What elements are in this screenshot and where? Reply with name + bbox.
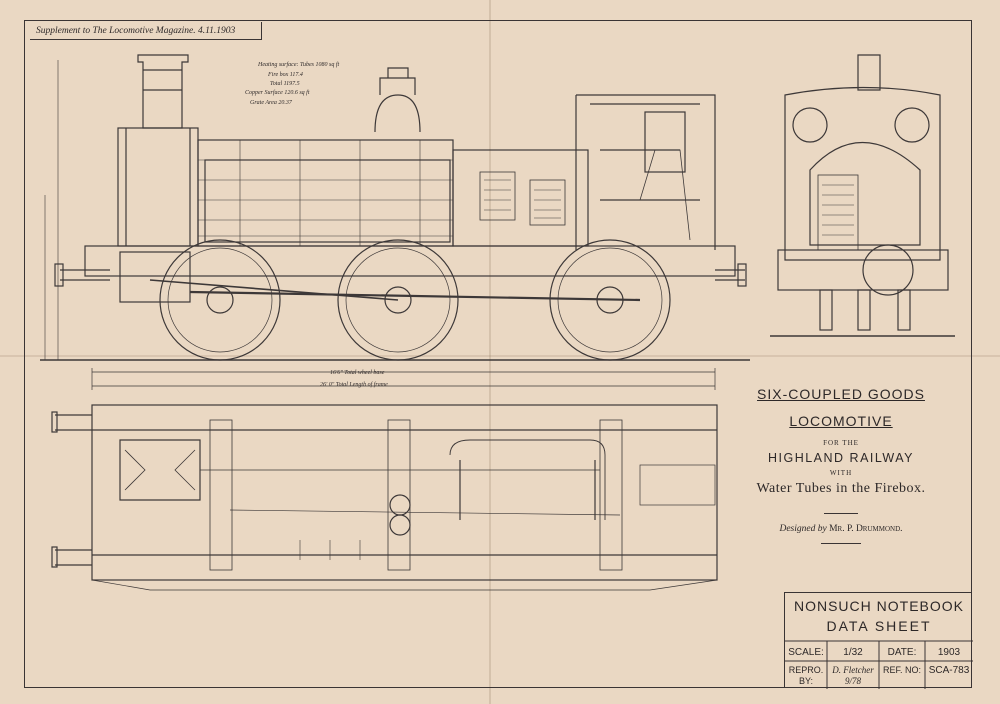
firebox (452, 149, 589, 247)
designer-name: Mr. P. Drummond. (829, 524, 903, 534)
repro-value: D. Fletcher 9/78 (832, 665, 874, 686)
cylinder (119, 251, 191, 303)
with-label: WITH (829, 469, 853, 477)
designer-divider (821, 543, 861, 544)
date-value: 1903 (937, 647, 961, 658)
side-tank (204, 159, 451, 243)
copper-surface-note: Copper Surface 120.6 sq ft (245, 89, 310, 96)
cab (575, 94, 716, 250)
footplate-frames (84, 245, 736, 277)
title-block: SIX-COUPLED GOODS LOCOMOTIVE FOR THE HIG… (736, 382, 946, 544)
heating-total-note: Total 1197.5 (270, 81, 300, 87)
frame-plan (91, 404, 718, 581)
data-sheet-title-2: DATA SHEET (826, 618, 932, 634)
data-sheet-box: NONSUCH NOTEBOOK DATA SHEET SCALE: 1/32 … (784, 592, 973, 689)
end-profile (784, 86, 941, 261)
ref-label: REF. NO: (883, 665, 922, 675)
wheelbase-dimension: 16'6" Total wheel base (330, 370, 385, 376)
data-sheet-grid (785, 640, 973, 689)
for-the-label: FOR THE (823, 439, 859, 447)
dome (374, 94, 421, 133)
boiler (197, 139, 454, 247)
heating-tubes-note: Heating surface: Tubes 1080 sq ft (257, 61, 339, 68)
plan-view (51, 404, 718, 591)
smokebox (117, 127, 199, 247)
feature-line: Water Tubes in the Firebox. (756, 481, 926, 496)
ref-value: SCA-783 (928, 665, 970, 676)
title-line-2: LOCOMOTIVE (789, 413, 893, 429)
title-line-1: SIX-COUPLED GOODS (757, 386, 925, 402)
heating-firebox-note: Fire box 117.4 (267, 71, 303, 78)
designed-prefix: Designed by (779, 524, 827, 534)
chimney (137, 54, 189, 129)
date-label: DATE: (887, 647, 917, 658)
scale-label: SCALE: (788, 647, 824, 658)
drawing-border (24, 20, 972, 688)
coupling-rod (189, 290, 641, 302)
grate-area-note: Grate Area 20.37 (250, 100, 293, 106)
repro-label: REPRO. BY: (788, 665, 824, 686)
end-elevation (770, 54, 955, 337)
fold-crease-horizontal (0, 355, 1000, 357)
side-elevation (40, 54, 750, 390)
fold-crease-vertical (489, 0, 491, 704)
scale-value: 1/32 (843, 647, 863, 658)
frame-length-dimension: 26' 0" Total Length of frame (320, 381, 388, 388)
designer-credit: Designed by Mr. P. Drummond. (736, 524, 946, 534)
railway-name: HIGHLAND RAILWAY (767, 451, 914, 465)
data-sheet-title-1: NONSUCH NOTEBOOK (793, 598, 964, 614)
connecting-rod (149, 279, 399, 301)
supplement-label: Supplement to The Locomotive Magazine. 4… (30, 22, 262, 40)
title-divider (824, 513, 858, 514)
driving-wheels (159, 239, 671, 361)
cab-window (644, 111, 686, 173)
buffers (60, 269, 745, 281)
